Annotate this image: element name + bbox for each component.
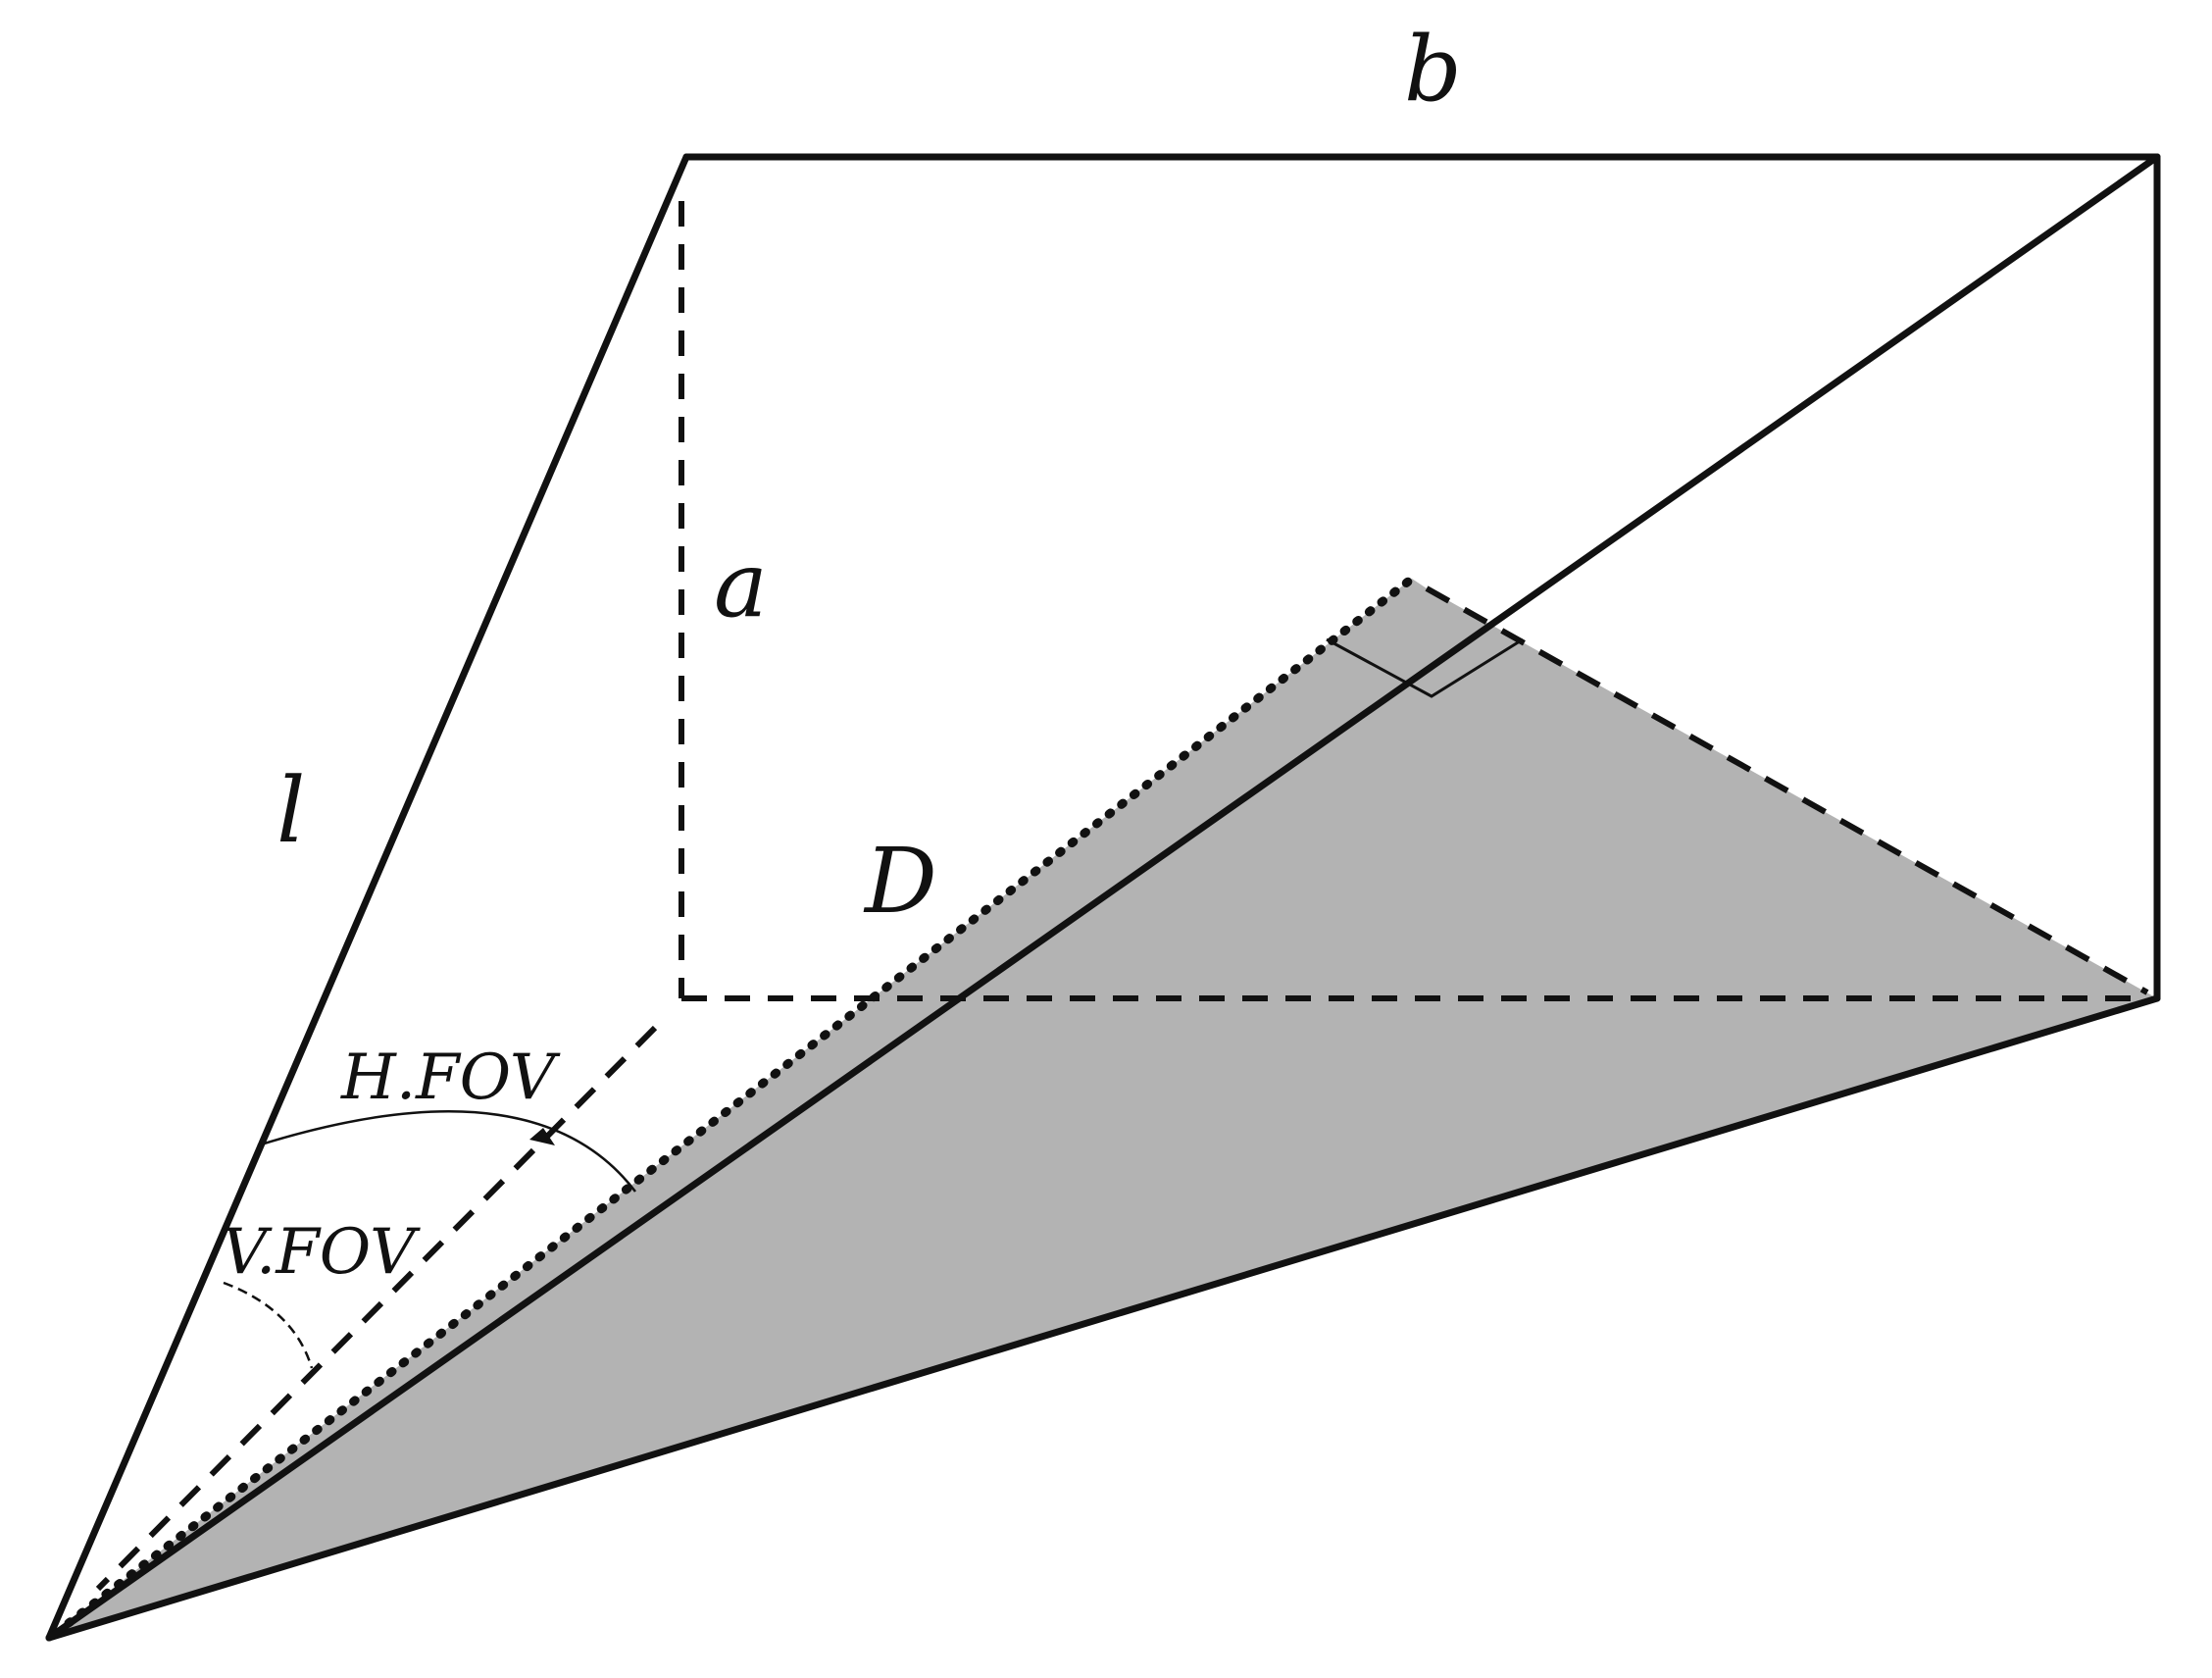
right-angle-marker bbox=[1326, 637, 1524, 698]
label-a: a bbox=[714, 533, 768, 637]
edge-l bbox=[45, 153, 690, 1642]
label-hfov: H.FOV bbox=[340, 1042, 561, 1114]
solid-edges bbox=[45, 153, 2161, 1642]
edge-dotted bbox=[64, 574, 1417, 1628]
edge-diagonal-D bbox=[45, 153, 2161, 1642]
hfov-arrowhead bbox=[529, 1128, 555, 1145]
edge-inner-dashed bbox=[95, 1025, 658, 1592]
label-l: l bbox=[276, 758, 305, 863]
vfov-arc bbox=[223, 1281, 314, 1369]
label-D: D bbox=[863, 829, 937, 934]
edge-bottom bbox=[45, 994, 2161, 1642]
edge-plane-dashed bbox=[1425, 585, 2149, 995]
label-b: b bbox=[1404, 17, 1462, 122]
shaded-view-plane bbox=[49, 579, 2157, 1638]
hfov-arc bbox=[257, 1110, 636, 1193]
label-vfov: V.FOV bbox=[222, 1216, 421, 1289]
dashed-edges bbox=[95, 201, 2149, 1592]
